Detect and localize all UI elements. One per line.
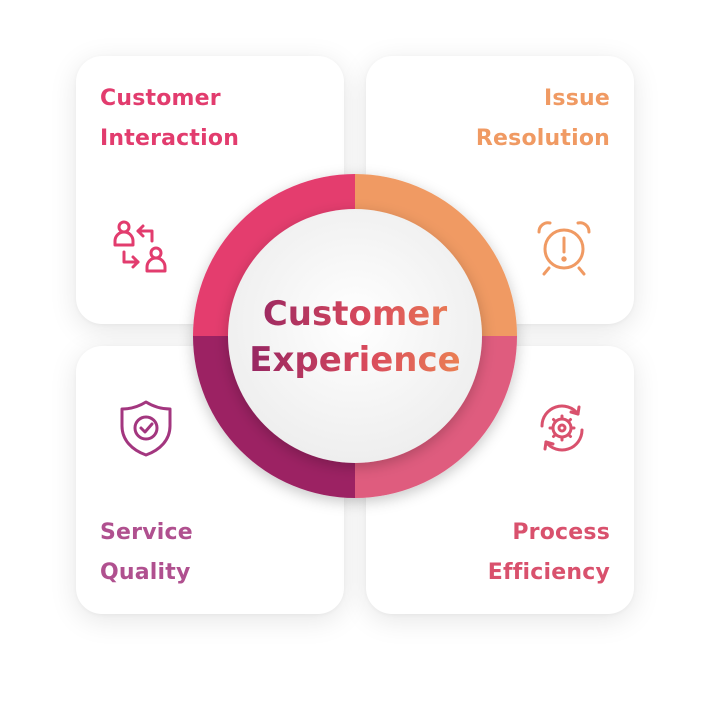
label-line-1: Service <box>100 520 193 545</box>
center-title-line-1: Customer <box>230 291 480 337</box>
center-title-line-2: Experience <box>230 337 480 383</box>
label-line-1: Issue <box>544 86 610 111</box>
label-line-2: Quality <box>100 560 191 585</box>
label-process-efficiency: Process Efficiency <box>488 513 610 593</box>
alarm-clock-alert-icon <box>537 221 591 276</box>
center-disc <box>228 209 482 463</box>
customer-exchange-icon <box>113 220 167 273</box>
center-title: Customer Experience <box>230 291 480 383</box>
label-line-2: Resolution <box>475 126 610 151</box>
gear-refresh-icon <box>540 404 584 452</box>
label-customer-interaction: Customer Interaction <box>100 79 239 159</box>
label-service-quality: Service Quality <box>100 513 193 593</box>
label-line-2: Interaction <box>100 126 240 151</box>
label-line-1: Process <box>512 520 610 545</box>
shield-check-icon <box>120 400 172 457</box>
label-issue-resolution: Issue Resolution <box>476 79 610 159</box>
label-line-2: Efficiency <box>487 560 610 585</box>
label-line-1: Customer <box>100 86 221 111</box>
